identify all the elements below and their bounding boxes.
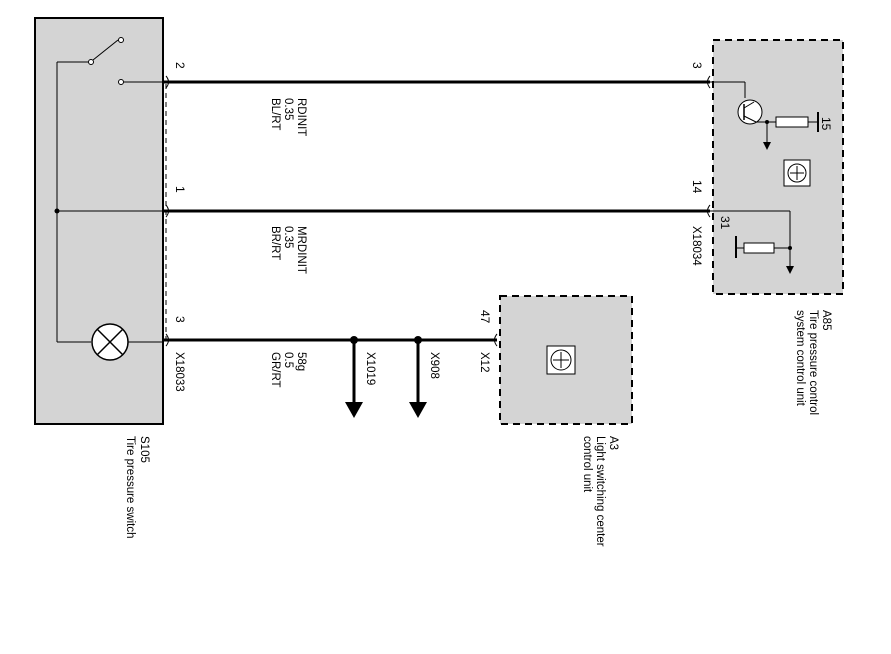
connector-label-x12: X12 (478, 352, 490, 372)
connector-label-x908: X908 (428, 352, 440, 379)
s105-switch-block (34, 17, 164, 425)
pin-s105-1: 1 (173, 186, 187, 193)
wire-gauge-mrdinit: 0.35 (282, 226, 294, 248)
wire-mrdinit (163, 204, 711, 218)
wire-color-58g: GR/RT (269, 352, 281, 388)
component-name-a3-line1: Light switching center (594, 436, 606, 547)
pin-s105-2: 2 (173, 62, 187, 69)
a85-control-unit (710, 39, 844, 295)
ground-arrow-icon (786, 266, 794, 274)
connector-label-x18034: X18034 (690, 226, 702, 266)
pin-a3-47: 47 (478, 310, 492, 324)
component-name-s105: Tire pressure switch (124, 436, 136, 538)
connector-label-x18033: X18033 (173, 352, 185, 392)
wire-gauge-58g: 0.5 (282, 352, 294, 368)
arrow-down-icon (763, 142, 771, 150)
wire-color-mrdinit: BR/RT (269, 226, 281, 260)
wire-rdinit (163, 75, 711, 89)
component-name-a3-line2: control unit (581, 436, 593, 493)
wire-signal-mrdinit: MRDINIT (295, 226, 307, 274)
component-id-s105: S105 (138, 436, 150, 463)
connector-label-x1019: X1019 (364, 352, 376, 385)
arrow-down-icon (409, 402, 427, 418)
component-name-a85-line1: Tire pressure control (807, 310, 819, 415)
wire-gauge-rdinit: 0.35 (282, 98, 294, 120)
component-id-a85: A85 (820, 310, 832, 330)
control-unit-icon (783, 159, 811, 187)
wire-signal-rdinit: RDINIT (295, 98, 307, 136)
pin-a85-14: 14 (690, 180, 704, 194)
control-unit-icon (546, 345, 576, 375)
wire-58g (163, 333, 498, 418)
component-id-a3: A3 (607, 436, 619, 450)
resistor-icon (775, 116, 809, 128)
resistor-icon (743, 242, 775, 254)
wire-signal-58g: 58g (295, 352, 307, 371)
pin-a85-31: 31 (718, 216, 732, 230)
arrow-down-icon (345, 402, 363, 418)
component-name-a85-line2: system control unit (794, 310, 806, 407)
lamp-icon (91, 323, 129, 361)
pin-a85-3: 3 (690, 62, 704, 69)
pin-a85-15: 15 (819, 117, 833, 131)
pin-s105-3: 3 (173, 316, 187, 323)
a3-control-unit (499, 295, 633, 425)
transistor-icon (737, 99, 763, 125)
wire-color-rdinit: BL/RT (269, 98, 281, 130)
